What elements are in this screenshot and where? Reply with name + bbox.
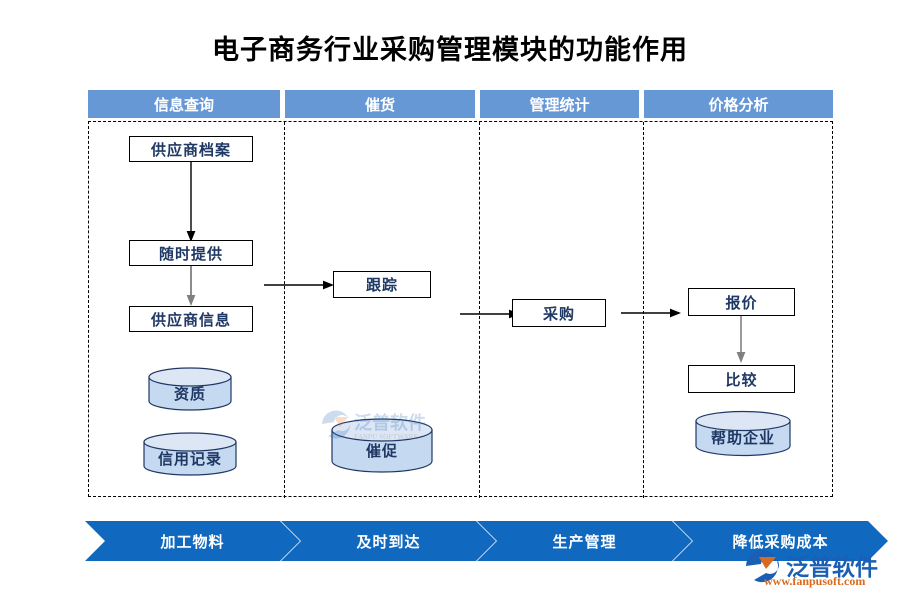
store-urging[interactable]: 催促 — [331, 418, 433, 474]
lane-header-price-analysis[interactable]: 价格分析 — [644, 90, 833, 118]
store-credit-record-label: 信用记录 — [157, 452, 222, 468]
lane-divider-1 — [284, 122, 285, 498]
store-qualification-label: 资质 — [173, 387, 206, 403]
outcome-step-1[interactable]: 加工物料 — [85, 521, 300, 561]
node-tracking[interactable]: 跟踪 — [333, 271, 431, 298]
outcome-step-3[interactable]: 生产管理 — [477, 521, 692, 561]
lane-divider-3 — [643, 122, 644, 498]
node-purchasing[interactable]: 采购 — [512, 299, 606, 327]
node-anytime-provide[interactable]: 随时提供 — [129, 240, 253, 266]
connector-quotation-to-comparison — [736, 316, 750, 365]
lane-header-info-query[interactable]: 信息查询 — [88, 90, 280, 118]
connector-archive-to-provide — [186, 162, 200, 244]
swimlane-body — [88, 121, 833, 498]
node-comparison[interactable]: 比较 — [688, 365, 795, 393]
node-quotation[interactable]: 报价 — [688, 288, 795, 316]
connector-provide-to-info — [186, 266, 200, 308]
fanpu-logo-icon — [746, 550, 779, 583]
node-supplier-info[interactable]: 供应商信息 — [129, 306, 253, 332]
outcome-banner: 加工物料 及时到达 生产管理 降低采购成本 — [85, 521, 845, 561]
lane-header-mgmt-stats[interactable]: 管理统计 — [480, 90, 639, 118]
connector-lane1-to-lane2 — [264, 276, 336, 294]
node-supplier-archive[interactable]: 供应商档案 — [129, 136, 253, 162]
store-help-enterprise-label: 帮助企业 — [710, 431, 775, 447]
page-title: 电子商务行业采购管理模块的功能作用 — [212, 35, 688, 65]
brand-logo: 泛普软件 www.fanpusoft.com — [742, 546, 892, 594]
lane-divider-2 — [479, 122, 480, 498]
store-credit-record[interactable]: 信用记录 — [143, 432, 237, 476]
outcome-step-4[interactable]: 降低采购成本 — [673, 521, 888, 561]
store-help-enterprise[interactable]: 帮助企业 — [695, 410, 791, 457]
outcome-step-2[interactable]: 及时到达 — [281, 521, 496, 561]
store-urging-label: 催促 — [365, 444, 398, 460]
brand-url: www.fanpusoft.com — [764, 574, 866, 588]
brand-name: 泛普软件 — [786, 554, 878, 580]
store-qualification[interactable]: 资质 — [148, 367, 232, 411]
lane-header-urge-goods[interactable]: 催货 — [285, 90, 475, 118]
connector-lane3-to-lane4 — [621, 304, 683, 322]
